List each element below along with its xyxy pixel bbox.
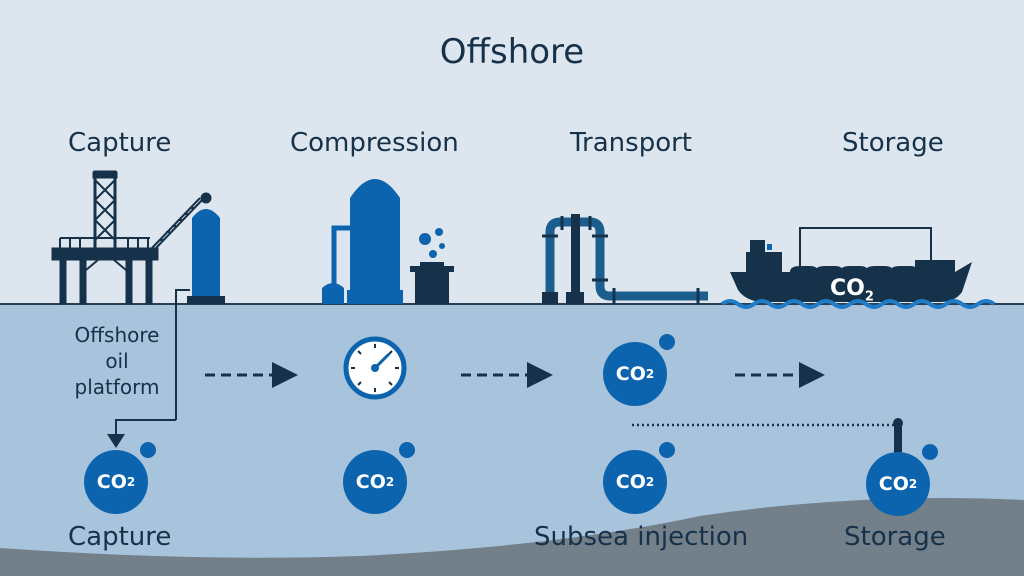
compressor-tank-icon (322, 179, 454, 304)
tanker-ship-icon (720, 227, 996, 309)
stage-storage: Storage (842, 128, 944, 158)
sky-background (0, 0, 1024, 304)
pressure-gauge-icon (343, 336, 407, 400)
bottom-label-subsea-injection: Subsea injection (534, 522, 749, 552)
injection-well-icon (632, 418, 903, 458)
oil-platform-icon (51, 170, 212, 305)
bottom-label-storage: Storage (844, 522, 946, 552)
dashed-arrow-icon (735, 362, 825, 388)
dashed-arrow-icon (205, 362, 298, 388)
dashed-arrow-icon (461, 362, 553, 388)
pipeline-icon (542, 214, 708, 304)
stage-compression: Compression (290, 128, 459, 158)
capture-tank-icon (107, 209, 225, 448)
stage-transport: Transport (570, 128, 693, 158)
stage-capture: Capture (68, 128, 172, 158)
platform-label: Offshore oil platform (74, 323, 160, 399)
bottom-label-capture: Capture (68, 522, 172, 552)
page-title: Offshore (439, 32, 585, 72)
ship-co2-label: CO2 (830, 276, 874, 305)
